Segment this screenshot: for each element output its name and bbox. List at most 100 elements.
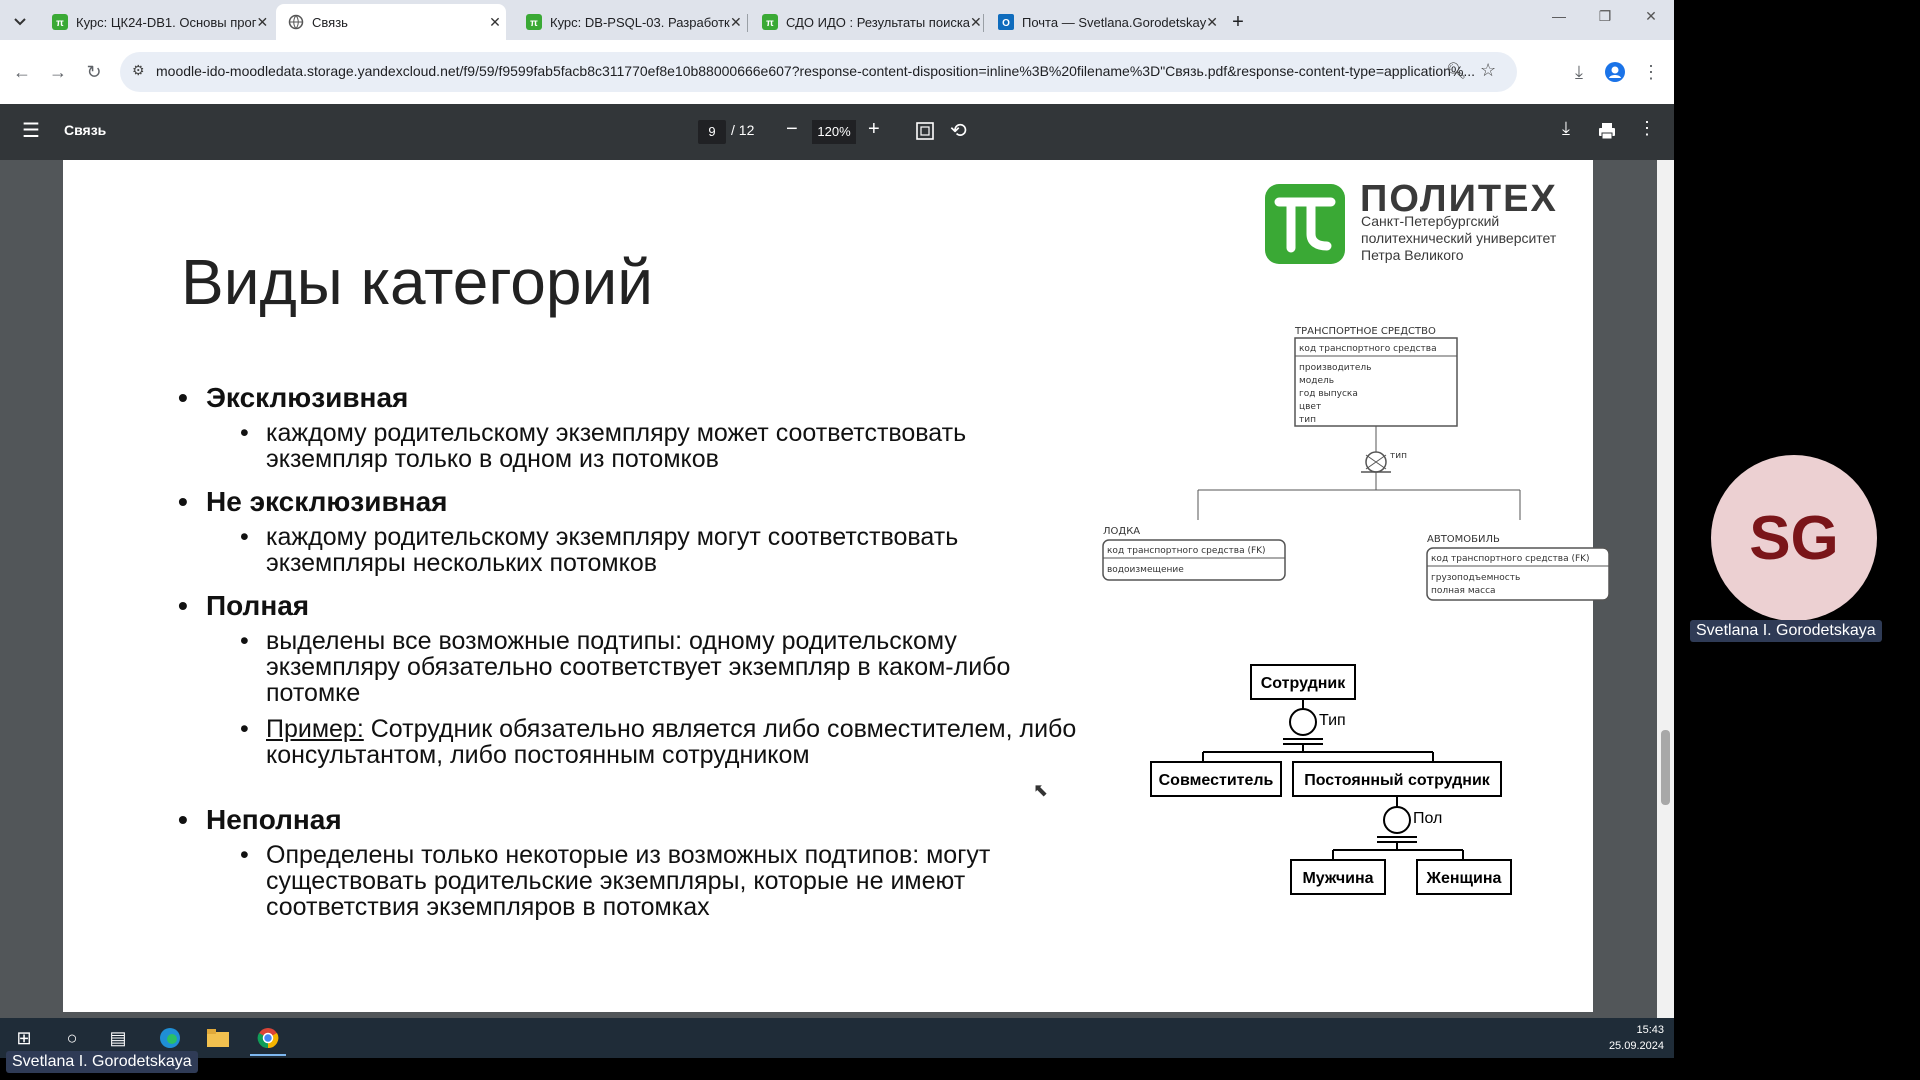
participant-avatar: SG	[1711, 455, 1877, 621]
restore-icon[interactable]: ❐	[1598, 8, 1612, 24]
bullet-text: каждому родительскому экземпляру могут с…	[240, 524, 1086, 576]
category-symbol	[1383, 806, 1411, 834]
minimize-icon[interactable]: —	[1552, 8, 1566, 24]
download-pdf-icon[interactable]: ⤓	[1562, 118, 1570, 138]
globe-icon	[288, 14, 304, 30]
search-icon[interactable]: ○	[66, 1027, 78, 1048]
tab-strip: π Курс: ЦК24-DB1. Основы прог ✕ Связь ✕ …	[0, 0, 1674, 40]
discriminator-label: Пол	[1413, 810, 1442, 827]
fit-page-icon[interactable]	[916, 122, 934, 145]
entity-attr: производитель	[1299, 363, 1371, 373]
close-icon[interactable]: ✕	[256, 13, 269, 30]
pdf-toolbar: ☰ Связь 9 / 12 − 120% + ⟲ ⤓ ⋮	[0, 104, 1674, 160]
chevron-down-icon	[14, 18, 26, 26]
address-bar-row: ← → ↻ ⚙ moodle-ido-moodledata.storage.ya…	[0, 40, 1674, 104]
back-arrow-icon[interactable]: ←	[13, 61, 31, 82]
entity-label: Постоянный сотрудник	[1304, 772, 1491, 789]
tab-svyaz[interactable]: Связь ✕	[276, 4, 506, 40]
task-view-icon[interactable]: ▤	[109, 1027, 127, 1048]
close-icon[interactable]: ✕	[730, 13, 742, 30]
entity-title: ТРАНСПОРТНОЕ СРЕДСТВО	[1294, 326, 1436, 337]
bullet-heading: Не эксклюзивная	[178, 486, 448, 518]
close-icon[interactable]: ✕	[970, 13, 982, 30]
entity-box	[1416, 859, 1512, 895]
windows-taskbar: ⊞ ○ ▤ 15:43 25.09.2024	[0, 1018, 1674, 1058]
zoom-in-icon[interactable]: +	[868, 118, 880, 140]
example-label: Пример:	[266, 715, 364, 743]
tab-mail[interactable]: O Почта — Svetlana.Gorodetskay ✕	[986, 4, 1218, 40]
logo-line: Петра Великого	[1361, 247, 1464, 263]
download-icon[interactable]: ⤓	[1575, 61, 1583, 82]
logo-line: политехнический университет	[1361, 230, 1557, 246]
participant-name-label: Svetlana I. Gorodetskaya	[1690, 620, 1882, 642]
outlook-icon: O	[998, 14, 1014, 30]
logo-mark	[1265, 184, 1345, 264]
close-icon[interactable]: ✕	[489, 13, 501, 30]
omnibox[interactable]: ⚙ moodle-ido-moodledata.storage.yandexcl…	[120, 52, 1517, 92]
clock-time: 15:43	[1636, 1024, 1664, 1036]
pdf-page: Виды категорий ПОЛИТЕХ Санкт-Петербургск…	[63, 160, 1610, 1012]
menu-dots-icon[interactable]: ⋮	[1642, 61, 1660, 82]
entity-key: код транспортного средства (FK)	[1431, 554, 1590, 564]
moodle-icon: π	[526, 14, 542, 30]
entity-title: АВТОМОБИЛЬ	[1427, 534, 1500, 545]
entity-key: код транспортного средства	[1299, 344, 1437, 354]
entity-box	[1150, 761, 1282, 797]
close-icon[interactable]: ✕	[1206, 13, 1218, 30]
page-number-input[interactable]: 9	[698, 120, 726, 144]
entity-box	[1426, 547, 1610, 601]
star-icon[interactable]: ☆	[1480, 60, 1497, 80]
entity-box	[1102, 539, 1286, 581]
pdf-title: Связь	[64, 122, 107, 138]
tab-course-db1[interactable]: π Курс: ЦК24-DB1. Основы прог ✕	[40, 4, 268, 40]
logo-line: Санкт-Петербургский	[1361, 213, 1500, 229]
scrollbar-thumb[interactable]	[1661, 730, 1670, 805]
tab-label: Курс: ЦК24-DB1. Основы прог	[76, 14, 257, 30]
tab-label: СДО ИДО : Результаты поиска	[786, 14, 971, 30]
connector	[1197, 472, 1521, 520]
profile-icon[interactable]	[1601, 58, 1629, 86]
svg-text:π: π	[766, 18, 774, 29]
file-explorer-icon[interactable]	[200, 1022, 236, 1054]
entity-attr: полная масса	[1431, 586, 1496, 596]
scrollbar[interactable]	[1657, 160, 1674, 1018]
tab-label: Связь	[312, 14, 348, 30]
tab-course-psql[interactable]: π Курс: DB-PSQL-03. Разработк ✕	[514, 4, 742, 40]
print-icon[interactable]	[1598, 122, 1616, 145]
tab-search-button[interactable]	[6, 4, 34, 40]
close-window-icon[interactable]: ✕	[1645, 8, 1657, 24]
rotate-icon[interactable]: ⟲	[950, 120, 967, 142]
entity-attr: цвет	[1299, 402, 1321, 412]
zoom-icon[interactable]: 🔍︎	[1446, 63, 1467, 80]
tab-separator	[747, 14, 748, 32]
hamburger-menu-icon[interactable]: ☰	[22, 120, 40, 142]
tab-search-results[interactable]: π СДО ИДО : Результаты поиска ✕	[750, 4, 982, 40]
entity-box	[1292, 761, 1502, 797]
entity-label: Совместитель	[1159, 772, 1274, 789]
system-clock: 15:43 25.09.2024	[1600, 1022, 1664, 1054]
edge-icon[interactable]	[152, 1022, 188, 1054]
zoom-out-icon[interactable]: −	[786, 118, 798, 140]
connector	[1332, 836, 1464, 860]
zoom-input[interactable]: 120%	[812, 120, 856, 144]
bullet-text: каждому родительскому экземпляру может с…	[240, 420, 1086, 472]
entity-label: Сотрудник	[1261, 675, 1346, 692]
pdf-viewport[interactable]: Виды категорий ПОЛИТЕХ Санкт-Петербургск…	[0, 160, 1674, 1018]
example-text: Сотрудник обязательно является либо совм…	[266, 715, 1077, 769]
discriminator-label: Тип	[1319, 712, 1346, 729]
entity-label: Женщина	[1426, 870, 1502, 887]
chrome-icon[interactable]	[250, 1022, 286, 1056]
tab-separator	[983, 14, 984, 32]
new-tab-button[interactable]: +	[1232, 10, 1244, 33]
entity-title: ЛОДКА	[1103, 526, 1140, 537]
er-diagram-vehicle: ТРАНСПОРТНОЕ СРЕДСТВО код транспортного …	[1102, 326, 1610, 601]
moodle-icon: π	[52, 14, 68, 30]
forward-arrow-icon[interactable]: →	[49, 61, 67, 82]
exclusive-mark	[1365, 454, 1387, 470]
windows-start-icon[interactable]: ⊞	[16, 1027, 32, 1048]
reload-icon[interactable]: ↻	[86, 61, 102, 82]
more-options-icon[interactable]: ⋮	[1638, 118, 1656, 138]
page-total: / 12	[731, 122, 755, 138]
site-info-icon[interactable]: ⚙	[132, 62, 145, 78]
bullet-text: Определены только некоторые из возможных…	[240, 842, 1086, 920]
